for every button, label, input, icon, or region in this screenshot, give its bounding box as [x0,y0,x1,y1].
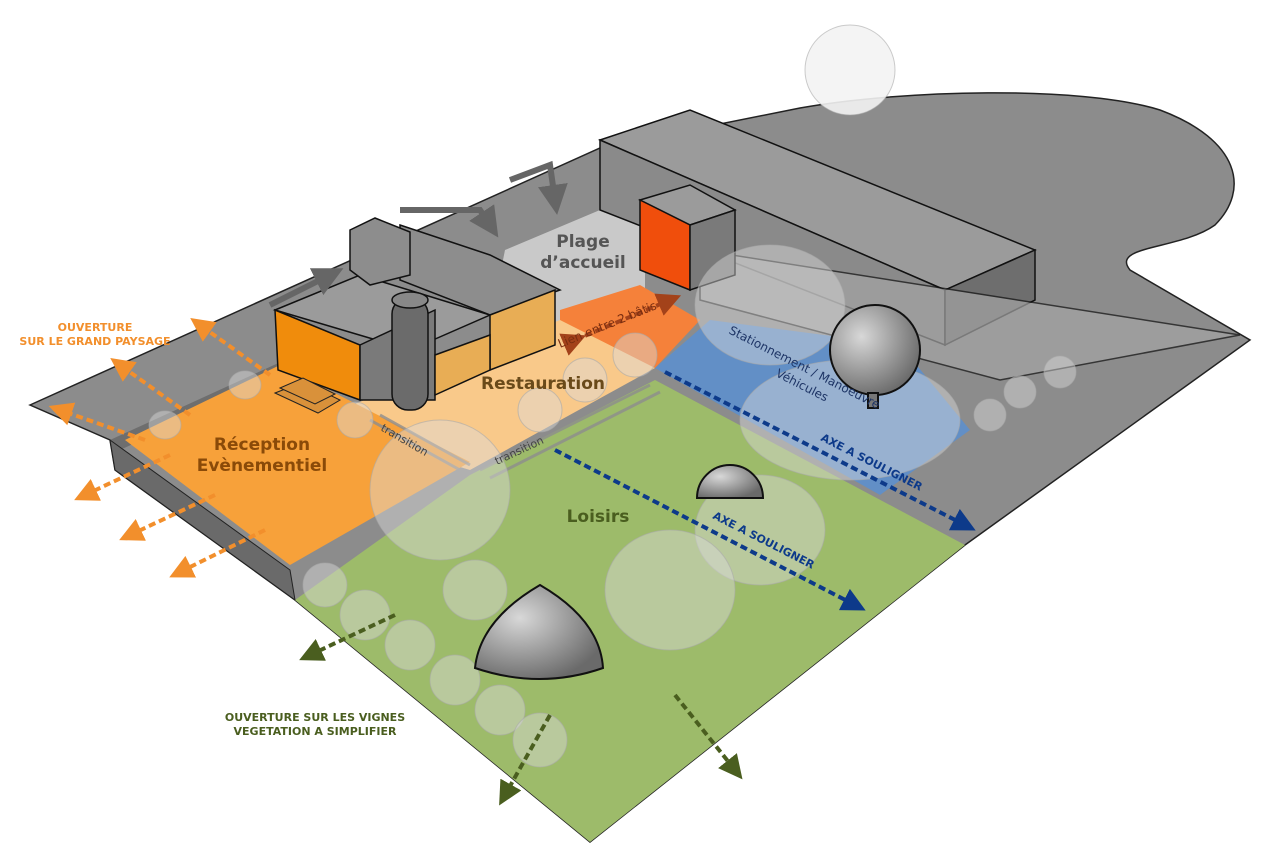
label-ouverture-paysage-line1: OUVERTURE [58,321,133,334]
ouverture-paysage-arrows [48,318,272,578]
label-plage-line1: Plage [556,232,609,252]
label-reception-line1: Réception [214,435,310,455]
lien-arrow [559,293,682,356]
orange-building-accent [637,184,737,292]
zone-restauration [340,320,655,470]
steps [273,377,342,414]
zone-loisirs [295,380,965,842]
ouverture-vignes-arrows [299,613,743,806]
label-ouverture-paysage-line2: SUR LE GRAND PAYSAGE [19,335,170,348]
solid-trees [473,304,921,680]
label-restauration: Restauration [481,374,605,394]
silo-tower [391,291,429,411]
label-loisirs: Loisirs [567,507,630,527]
zone-reception [125,365,470,565]
axe-arrows [554,370,976,611]
transition-hatching [369,383,661,480]
label-plage-line2: d’accueil [540,253,626,273]
translucent-trees [148,24,1077,768]
label-ouverture-vignes-line1: OUVERTURE SUR LES VIGNES [225,711,405,724]
label-reception-line2: Evènementiel [197,456,328,476]
label-ouverture-vignes-line2: VEGETATION A SIMPLIFIER [234,725,397,738]
entry-arrows [268,160,568,308]
